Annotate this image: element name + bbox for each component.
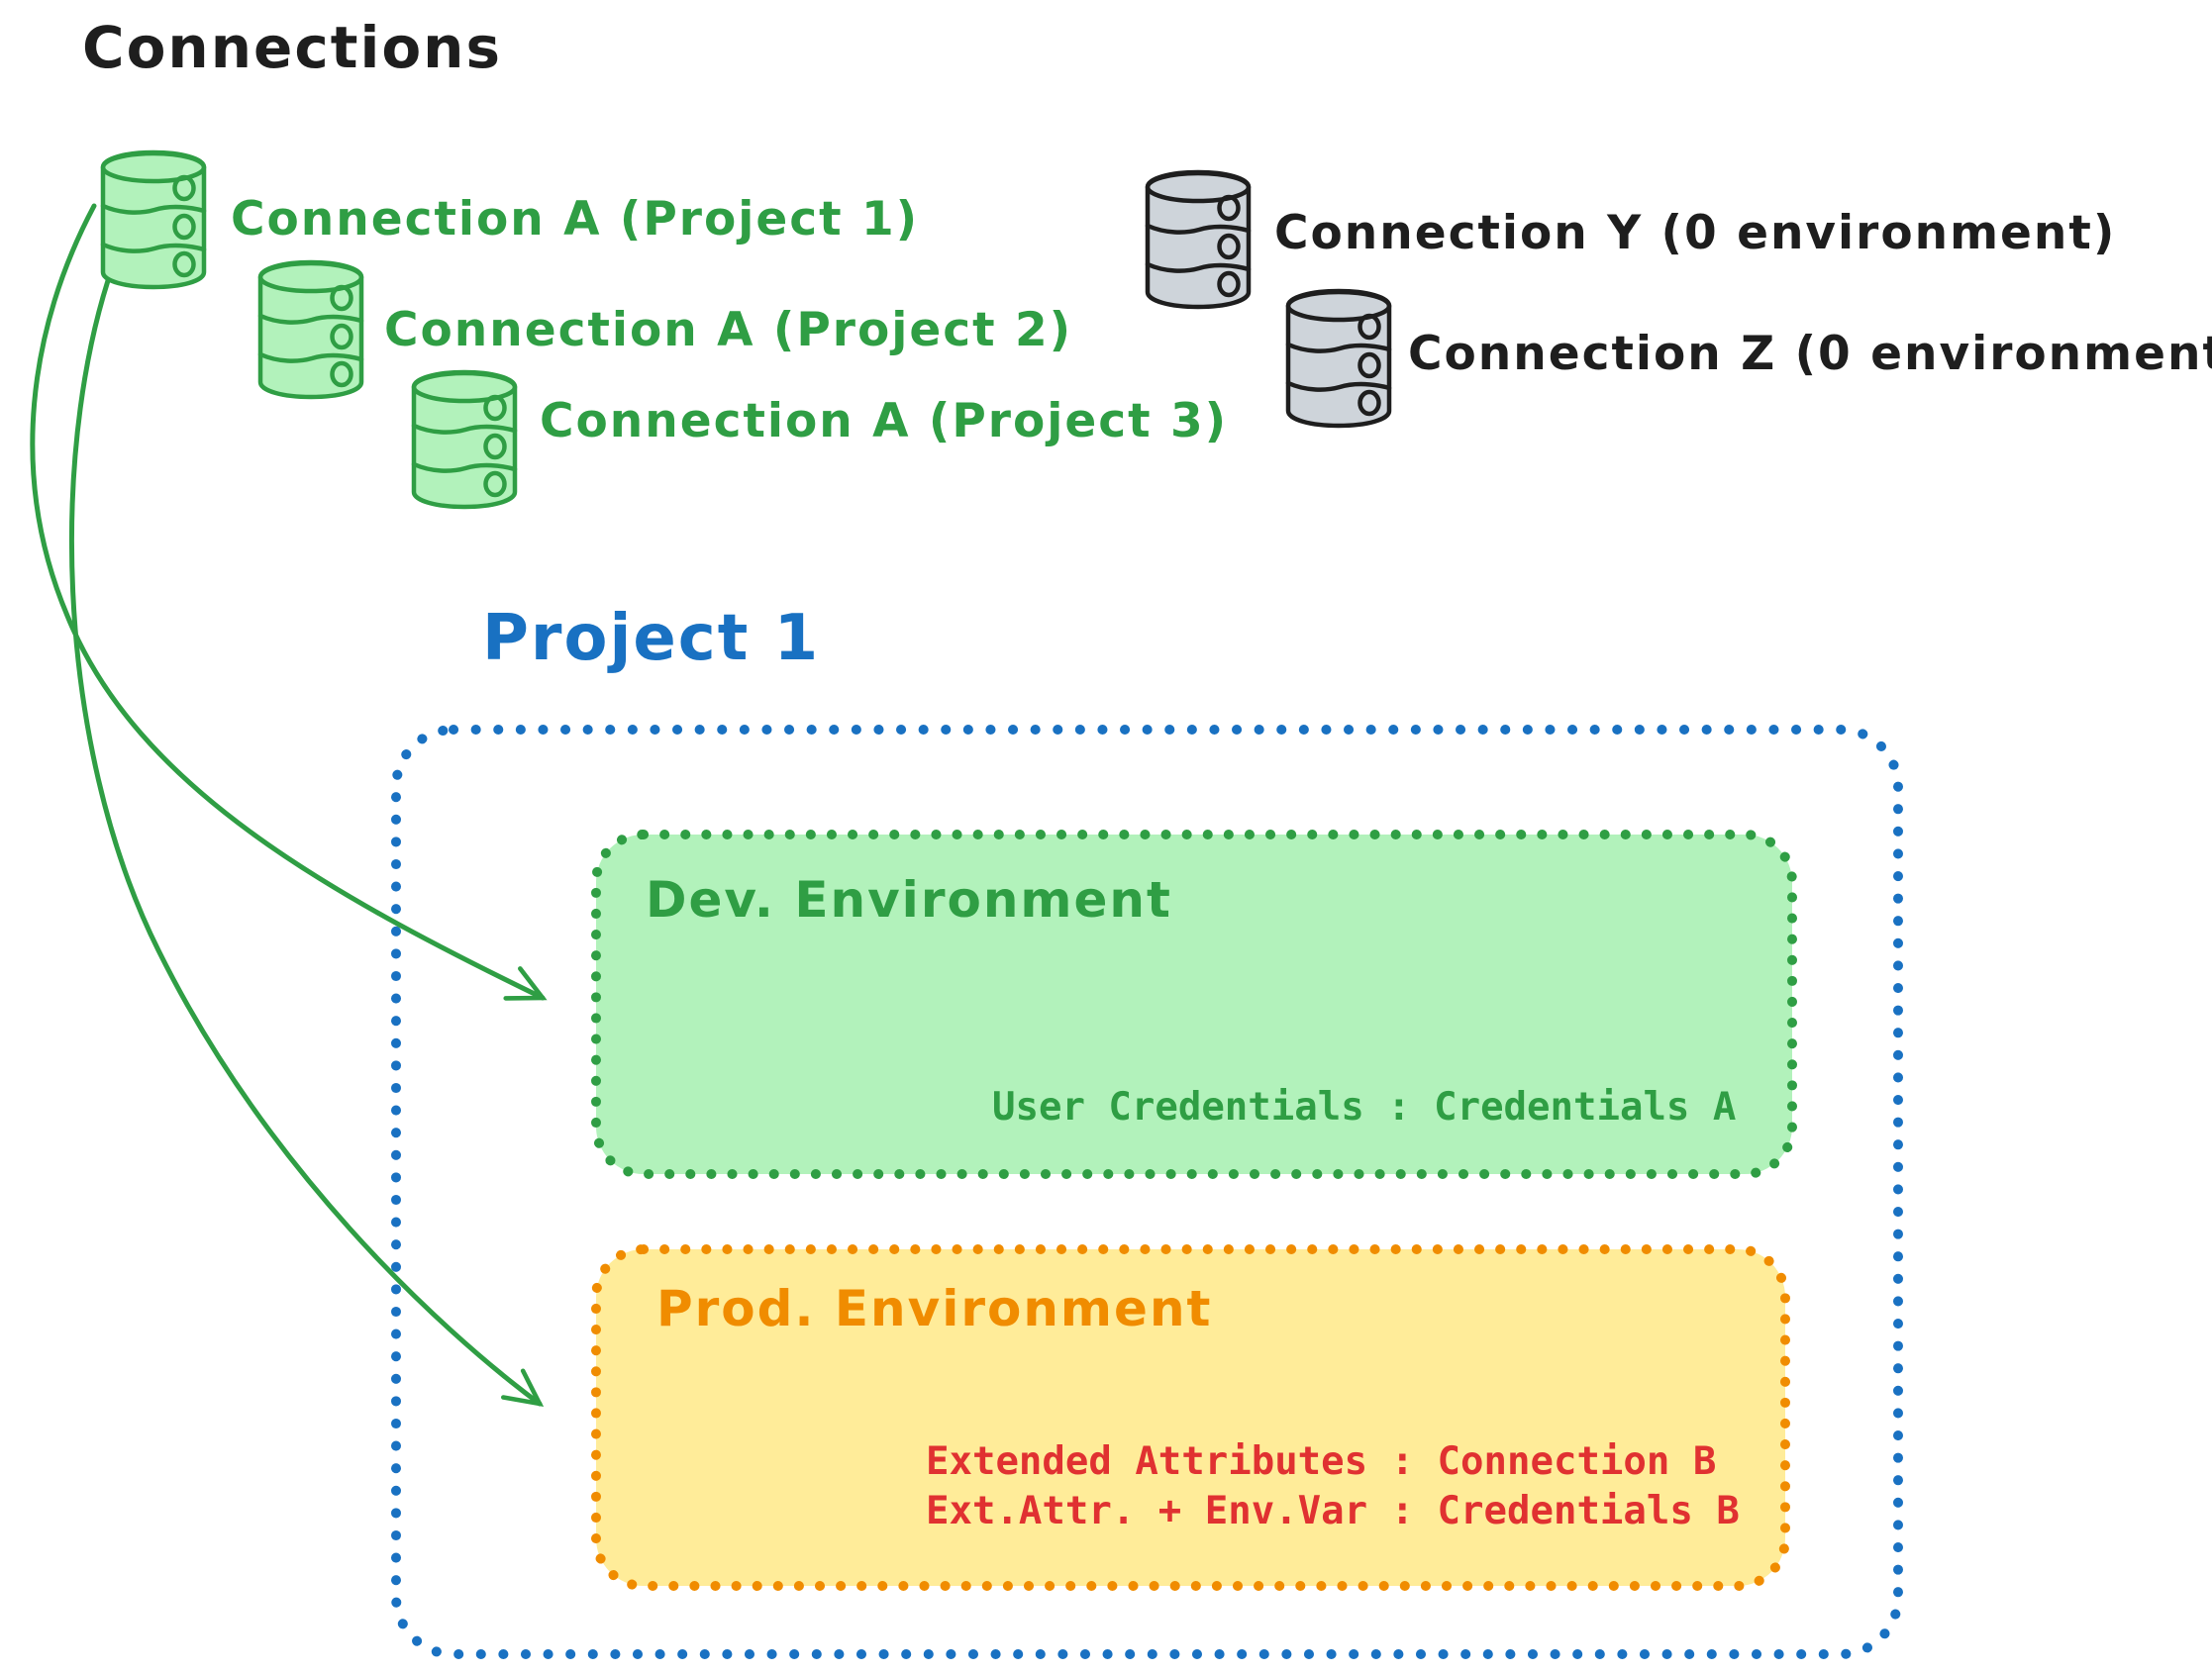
connection-a-project-2-label: Connection A (Project 2)	[384, 303, 1073, 357]
dev-environment-credentials-text: User Credentials : Credentials A	[992, 1085, 1737, 1130]
prod-environment-box	[591, 1244, 1790, 1591]
connection-a-project-3-label: Connection A (Project 3)	[540, 394, 1229, 448]
prod-environment-credentials-text: Extended Attributes : Connection B Ext.A…	[926, 1437, 1740, 1536]
connection-a-project-1-label: Connection A (Project 1)	[231, 192, 920, 246]
prod-extended-attributes-line: Extended Attributes : Connection B	[926, 1439, 1717, 1484]
prod-ext-attr-env-var-line: Ext.Attr. + Env.Var : Credentials B	[926, 1489, 1740, 1533]
connection-y-label: Connection Y (0 environment)	[1274, 206, 2117, 260]
database-icon-connection-a-project-3	[414, 372, 515, 507]
connection-z-label: Connection Z (0 environment)	[1408, 327, 2212, 381]
database-icon-connection-y	[1148, 172, 1249, 307]
dev-environment-box	[591, 830, 1797, 1179]
database-icon-connection-a-project-1	[103, 152, 204, 287]
dev-environment-title: Dev. Environment	[646, 871, 1172, 929]
prod-environment-title: Prod. Environment	[656, 1280, 1213, 1337]
database-icon-connection-z	[1288, 291, 1389, 426]
database-icon-connection-a-project-2	[260, 262, 361, 397]
project-1-container-box	[391, 725, 1903, 1659]
project-1-title: Project 1	[482, 602, 821, 675]
arrow-to-prod-environment	[68, 246, 545, 1408]
diagram-title: Connections	[82, 14, 502, 81]
